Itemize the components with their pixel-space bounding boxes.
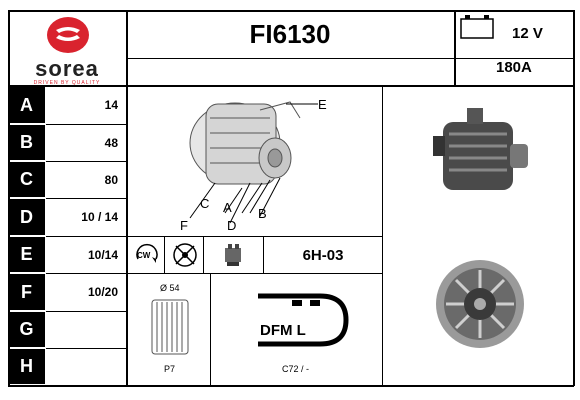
row-value-h — [46, 349, 124, 384]
alternator-side-photo — [433, 108, 528, 190]
row-value-c: 80 — [104, 172, 118, 187]
row-label-b: B — [8, 125, 45, 160]
connector-code: C72 / - — [282, 364, 310, 374]
regulator-code: 6H-03 — [302, 246, 344, 264]
diagram-label-d: D — [227, 218, 236, 233]
product-code: FI6130 — [249, 18, 331, 49]
alternator-dimension-diagram: E C A B F D — [180, 97, 327, 233]
regulator-icon — [225, 244, 241, 266]
row-label-f: F — [8, 274, 45, 310]
row-label-e: E — [8, 237, 45, 272]
diagram-label-e: E — [318, 97, 327, 112]
diagram-label-a: A — [223, 200, 232, 215]
row-label-a: A — [8, 87, 45, 123]
sorea-logo-mark — [47, 17, 89, 53]
row-value-f: 10/20 — [87, 285, 118, 299]
sorea-logo: sorea DRIVEN BY QUALITY — [8, 10, 126, 86]
row-value-a: 14 — [104, 98, 118, 112]
row-label-d: D — [8, 199, 45, 235]
diagram-label-c: C — [200, 196, 209, 211]
diagram-label-f: F — [180, 218, 188, 233]
amperage-value: 180A — [496, 59, 532, 76]
pulley-icon — [151, 299, 189, 355]
pulley-type: P7 — [164, 364, 176, 374]
brand-name: sorea — [35, 56, 99, 81]
fan-blocked-icon — [173, 243, 197, 267]
connector-icon — [258, 293, 349, 347]
row-label-c: C — [8, 162, 45, 197]
alternator-front-photo — [436, 260, 524, 348]
diagram-label-b: B — [258, 206, 267, 221]
row-value-g — [46, 312, 124, 347]
battery-icon — [460, 15, 494, 39]
voltage-value: 12 V — [512, 25, 543, 42]
pulley-diameter: Ø 54 — [160, 283, 180, 293]
brand-tagline: DRIVEN BY QUALITY — [33, 80, 101, 86]
rotation-direction-icon — [136, 243, 158, 263]
rotation-direction-label: CW — [137, 251, 151, 260]
connector-text: DFM L — [260, 322, 306, 339]
row-label-h: H — [8, 349, 45, 384]
row-value-e: 10/14 — [87, 247, 118, 262]
row-value-d: 10 / 14 — [81, 210, 118, 224]
row-label-g: G — [8, 312, 45, 347]
row-value-b: 48 — [104, 135, 118, 150]
